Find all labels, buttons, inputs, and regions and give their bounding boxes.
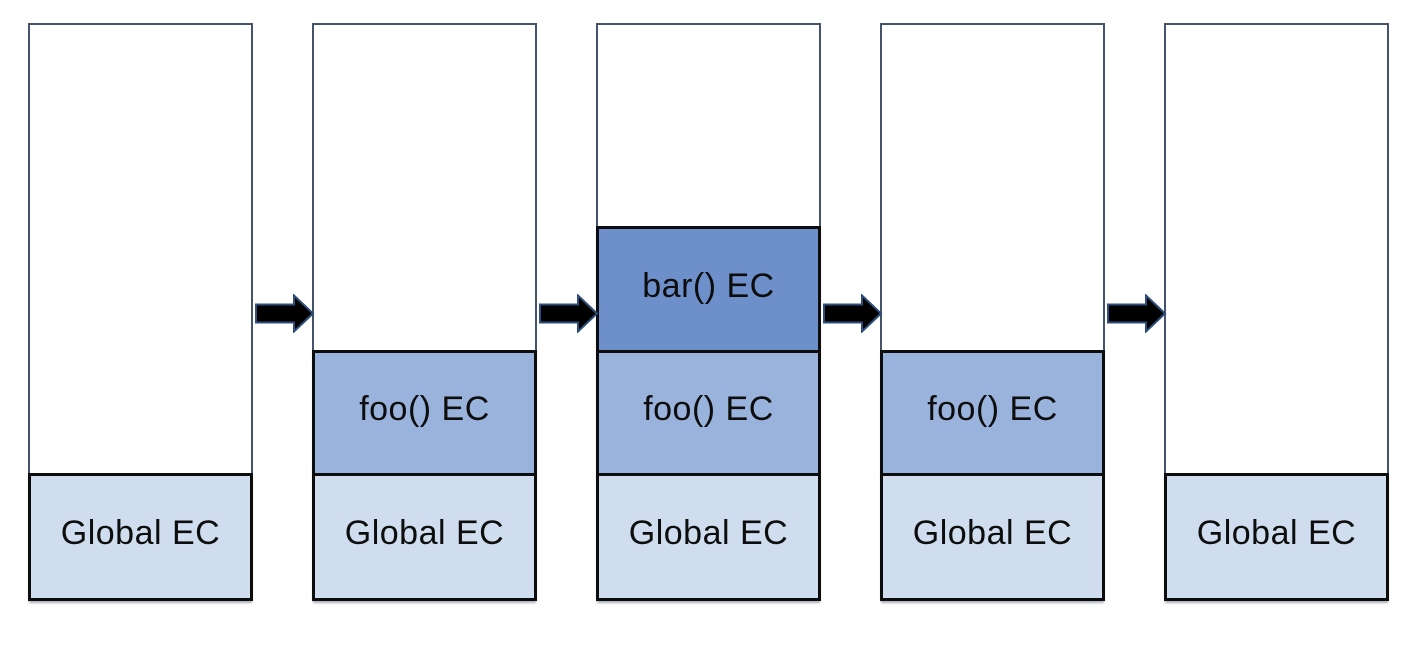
- frame-label: bar() EC: [642, 266, 775, 305]
- call-stack-step-5: Global EC: [1164, 23, 1389, 601]
- global-execution-context-frame: Global EC: [312, 473, 537, 601]
- frame-label: foo() EC: [927, 390, 1058, 428]
- stack-frames: Global EC: [1164, 473, 1389, 601]
- stack-frames: Global EC: [28, 473, 253, 601]
- right-arrow-icon: [1107, 294, 1167, 333]
- call-stack-step-4: foo() EC Global EC: [880, 23, 1105, 601]
- bar-execution-context-frame: bar() EC: [596, 226, 821, 353]
- right-arrow-icon: [823, 294, 883, 333]
- foo-execution-context-frame: foo() EC: [596, 350, 821, 476]
- frame-label: Global EC: [344, 514, 505, 552]
- frame-label: Global EC: [60, 514, 221, 552]
- call-stack-step-2: foo() EC Global EC: [312, 23, 537, 601]
- global-execution-context-frame: Global EC: [880, 473, 1105, 601]
- frame-label: foo() EC: [359, 390, 490, 428]
- foo-execution-context-frame: foo() EC: [312, 350, 537, 476]
- stack-frames: bar() EC foo() EC Global EC: [596, 226, 821, 601]
- global-execution-context-frame: Global EC: [28, 473, 253, 601]
- right-arrow-icon: [255, 294, 315, 333]
- frame-label: Global EC: [912, 514, 1073, 552]
- right-arrow-icon: [539, 294, 599, 333]
- call-stack-step-1: Global EC: [28, 23, 253, 601]
- frame-label: foo() EC: [643, 390, 774, 428]
- stack-frames: foo() EC Global EC: [312, 350, 537, 601]
- call-stack-step-3: bar() EC foo() EC Global EC: [596, 23, 821, 601]
- stack-frames: foo() EC Global EC: [880, 350, 1105, 601]
- frame-label: Global EC: [628, 514, 789, 552]
- global-execution-context-frame: Global EC: [596, 473, 821, 601]
- foo-execution-context-frame: foo() EC: [880, 350, 1105, 476]
- global-execution-context-frame: Global EC: [1164, 473, 1389, 601]
- frame-label: Global EC: [1196, 514, 1357, 552]
